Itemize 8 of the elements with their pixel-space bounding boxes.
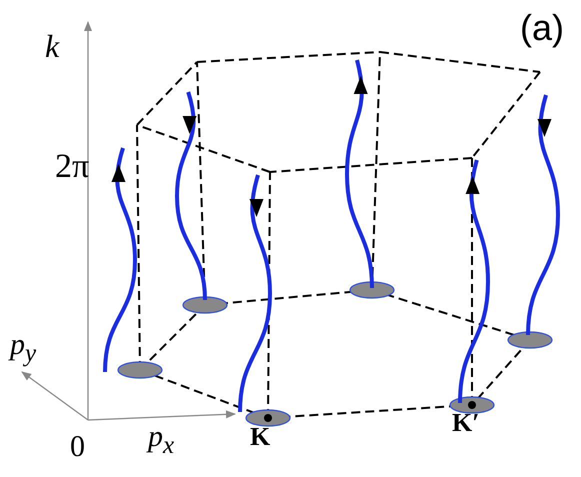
tick-label: 0 [70,432,85,462]
tick-label: 2π [55,150,90,184]
axis-label: p$_{y}$ [10,330,36,366]
axis-label: p$_{x}$ [148,422,174,458]
point-label: K′ [452,410,480,436]
point-label: K [250,424,270,450]
panel-label: (a) [520,10,564,46]
axis-label: k [45,30,60,62]
